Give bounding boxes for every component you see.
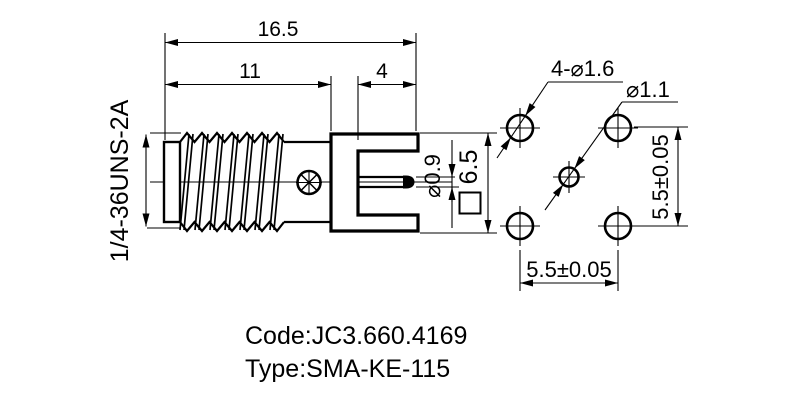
dim-flange-height-label: 6.5 [455,150,483,185]
side-view: 16.5 11 4 1/4-36UNS-2A ⌀0.9 [106,18,497,262]
dimension-slot-depth: 4 [357,60,416,140]
thread-callout: 1/4-36UNS-2A [106,99,181,262]
thread-section [179,131,285,233]
pin-tip [403,175,415,189]
corner-hole-bottom-left [500,206,540,246]
thread-flanks [179,133,284,231]
dim-spacing-vertical-label: 5.5±0.05 [648,134,673,219]
dimension-spacing-horizontal: 5.5±0.05 [519,250,619,291]
connector-body [284,140,331,224]
dim-overall-length-label: 16.5 [258,18,299,41]
leader-corner-holes: 4-⌀1.6 [496,56,623,159]
dim-pin-diameter-label: ⌀0.9 [420,154,445,198]
solder-hole-symbol [296,169,322,196]
dim-thread-length-label: 11 [239,60,261,83]
square-symbol [458,191,482,215]
coupling-flange [162,140,182,224]
corner-holes-label: 4-⌀1.6 [551,56,614,81]
dimension-flange-height: 6.5 [420,132,497,234]
dimension-thread-length: 11 [165,60,332,131]
pcb-bracket [329,132,420,233]
corner-hole-bottom-right [598,206,638,246]
caption: Code:JC3.660.4169 Type:SMA-KE-115 [245,322,467,383]
corner-hole-top-right [598,108,638,148]
center-hole-label: ⌀1.1 [626,77,670,102]
footprint-view: 4-⌀1.6 ⌀1.1 5.5±0.05 5.5±0.05 [496,56,688,291]
dimension-pin-diameter: ⌀0.9 [416,140,459,228]
dim-spacing-horizontal-label: 5.5±0.05 [526,257,611,282]
caption-code: Code:JC3.660.4169 [245,322,467,350]
dim-slot-depth-label: 4 [376,60,388,83]
dimension-overall-length: 16.5 [164,18,417,140]
caption-type: Type:SMA-KE-115 [245,355,450,383]
center-pin [358,175,415,189]
leader-center-hole: ⌀1.1 [544,77,678,211]
thread-spec-label: 1/4-36UNS-2A [106,99,134,262]
dimension-spacing-vertical: 5.5±0.05 [634,126,688,227]
corner-hole-top-left [500,108,540,148]
